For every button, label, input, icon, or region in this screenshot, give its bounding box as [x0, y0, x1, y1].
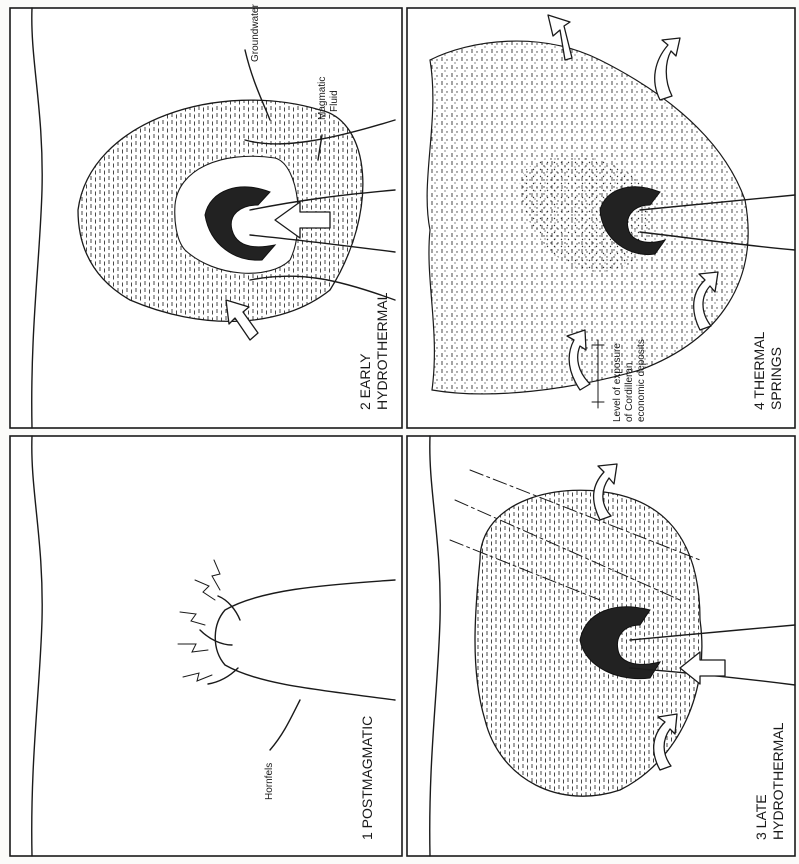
- panel-2-early-hydrothermal: Groundwater Magmatic Fluid 2 EARLY HYDRO…: [10, 4, 402, 428]
- panel-3-title-line2: HYDROTHERMAL: [770, 722, 786, 840]
- label-exposure-1: Level of exposure: [612, 343, 623, 422]
- panel-2-title-line2: HYDROTHERMAL: [374, 292, 390, 410]
- label-fluid: Fluid: [329, 90, 340, 112]
- panel-4-title-line1: 4 THERMAL: [751, 331, 767, 410]
- label-groundwater: Groundwater: [250, 4, 261, 62]
- panel-1-frame: [10, 436, 402, 856]
- panel-2-title-line1: 2 EARLY: [357, 353, 373, 410]
- panel-1-title: 1 POSTMAGMATIC: [359, 716, 375, 840]
- label-exposure-3: economic deposits: [636, 339, 647, 422]
- label-hornfels: Hornfels: [264, 763, 275, 800]
- panel-3-title-line1: 3 LATE: [753, 794, 769, 840]
- panel-4-title-line2: SPRINGS: [768, 347, 784, 410]
- panel-4-thermal-springs: Level of exposure of Cordilleran economi…: [407, 8, 795, 428]
- label-magmatic: Magmatic: [317, 77, 328, 120]
- label-exposure-2: of Cordilleran: [624, 363, 635, 422]
- panel-3-late-hydrothermal: 3 LATE HYDROTHERMAL: [407, 436, 795, 856]
- panel-1-postmagmatic: Hornfels 1 POSTMAGMATIC: [10, 436, 402, 856]
